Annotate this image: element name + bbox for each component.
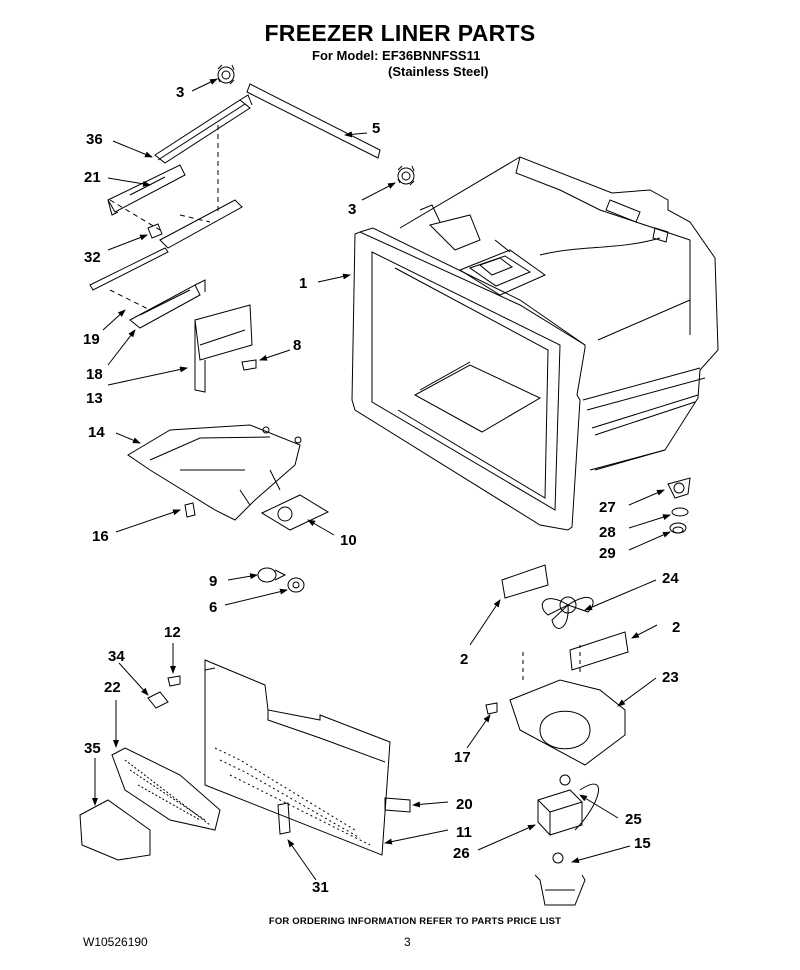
document-number: W10526190 <box>83 935 148 949</box>
callout-15: 15 <box>634 835 651 852</box>
cover-35 <box>79 799 151 861</box>
washer-28 <box>671 507 689 517</box>
callout-12: 12 <box>164 624 181 641</box>
page-title: FREEZER LINER PARTS <box>264 20 536 46</box>
callout-21: 21 <box>84 169 101 186</box>
shelf-rod <box>246 83 381 159</box>
callout-13: 13 <box>86 390 103 407</box>
callout-24: 24 <box>662 570 679 587</box>
callout-32: 32 <box>84 249 101 266</box>
bracket-15 <box>534 852 586 906</box>
socket-6 <box>287 577 305 593</box>
callout-26: 26 <box>453 845 470 862</box>
grille-22 <box>111 747 221 831</box>
motor-26 <box>537 774 583 836</box>
page-number: 3 <box>404 935 411 949</box>
ordering-note: FOR ORDERING INFORMATION REFER TO PARTS … <box>268 916 562 927</box>
callout-22: 22 <box>104 679 121 696</box>
callout-36: 36 <box>86 131 103 148</box>
damper-31 <box>277 802 291 835</box>
callout-labels: 3 36 21 32 19 18 13 14 16 9 6 12 34 22 3… <box>83 84 680 896</box>
callout-1: 1 <box>299 275 307 292</box>
callout-35: 35 <box>84 740 101 757</box>
bulb-9 <box>257 567 287 583</box>
callout-5: 5 <box>372 120 380 137</box>
callout-3-gear: 3 <box>176 84 184 101</box>
wheel-27 <box>667 477 691 499</box>
callout-20: 20 <box>456 796 473 813</box>
grommet-34 <box>147 691 169 709</box>
gear-right <box>397 165 415 186</box>
leader-lines <box>92 78 671 881</box>
freezer-liner <box>351 156 719 531</box>
callout-11: 11 <box>456 824 472 841</box>
callout-9: 9 <box>209 573 217 590</box>
callout-10: 10 <box>340 532 357 549</box>
callout-27: 27 <box>599 499 616 516</box>
evaporator-cover <box>127 424 302 521</box>
callout-31: 31 <box>312 879 329 896</box>
gear-top <box>217 64 235 85</box>
callout-2-left: 2 <box>460 651 468 668</box>
callout-2-right: 2 <box>672 619 680 636</box>
callout-25: 25 <box>625 811 642 828</box>
callout-14: 14 <box>88 424 105 441</box>
screw-32 <box>147 223 163 239</box>
foam-2-left <box>501 564 549 599</box>
callout-19: 19 <box>83 331 100 348</box>
gasket-20 <box>384 797 411 813</box>
screw-17 <box>485 702 498 715</box>
rear-panel <box>204 659 391 856</box>
model-line: For Model: EF36BNNFSS11 <box>312 48 481 63</box>
callout-28: 28 <box>599 524 616 541</box>
wire-25 <box>574 783 599 831</box>
foam-2-right <box>569 631 629 671</box>
clip-16 <box>184 502 196 518</box>
slide-rail-assembly <box>89 94 253 393</box>
spacer-29 <box>669 522 687 534</box>
fan-bracket-23 <box>509 645 626 766</box>
callout-16: 16 <box>92 528 109 545</box>
callout-8: 8 <box>293 337 301 354</box>
callout-17: 17 <box>454 749 471 766</box>
screw-8 <box>241 359 257 371</box>
callout-23: 23 <box>662 669 679 686</box>
model-variant: (Stainless Steel) <box>388 64 489 79</box>
callout-3-gear-right: 3 <box>348 201 356 218</box>
fan-blade-24 <box>541 596 594 629</box>
callout-18: 18 <box>86 366 103 383</box>
callout-6: 6 <box>209 599 217 616</box>
callout-29: 29 <box>599 545 616 562</box>
callout-34: 34 <box>108 648 125 665</box>
foam-pad-10 <box>260 494 330 531</box>
screw-12 <box>167 675 181 687</box>
